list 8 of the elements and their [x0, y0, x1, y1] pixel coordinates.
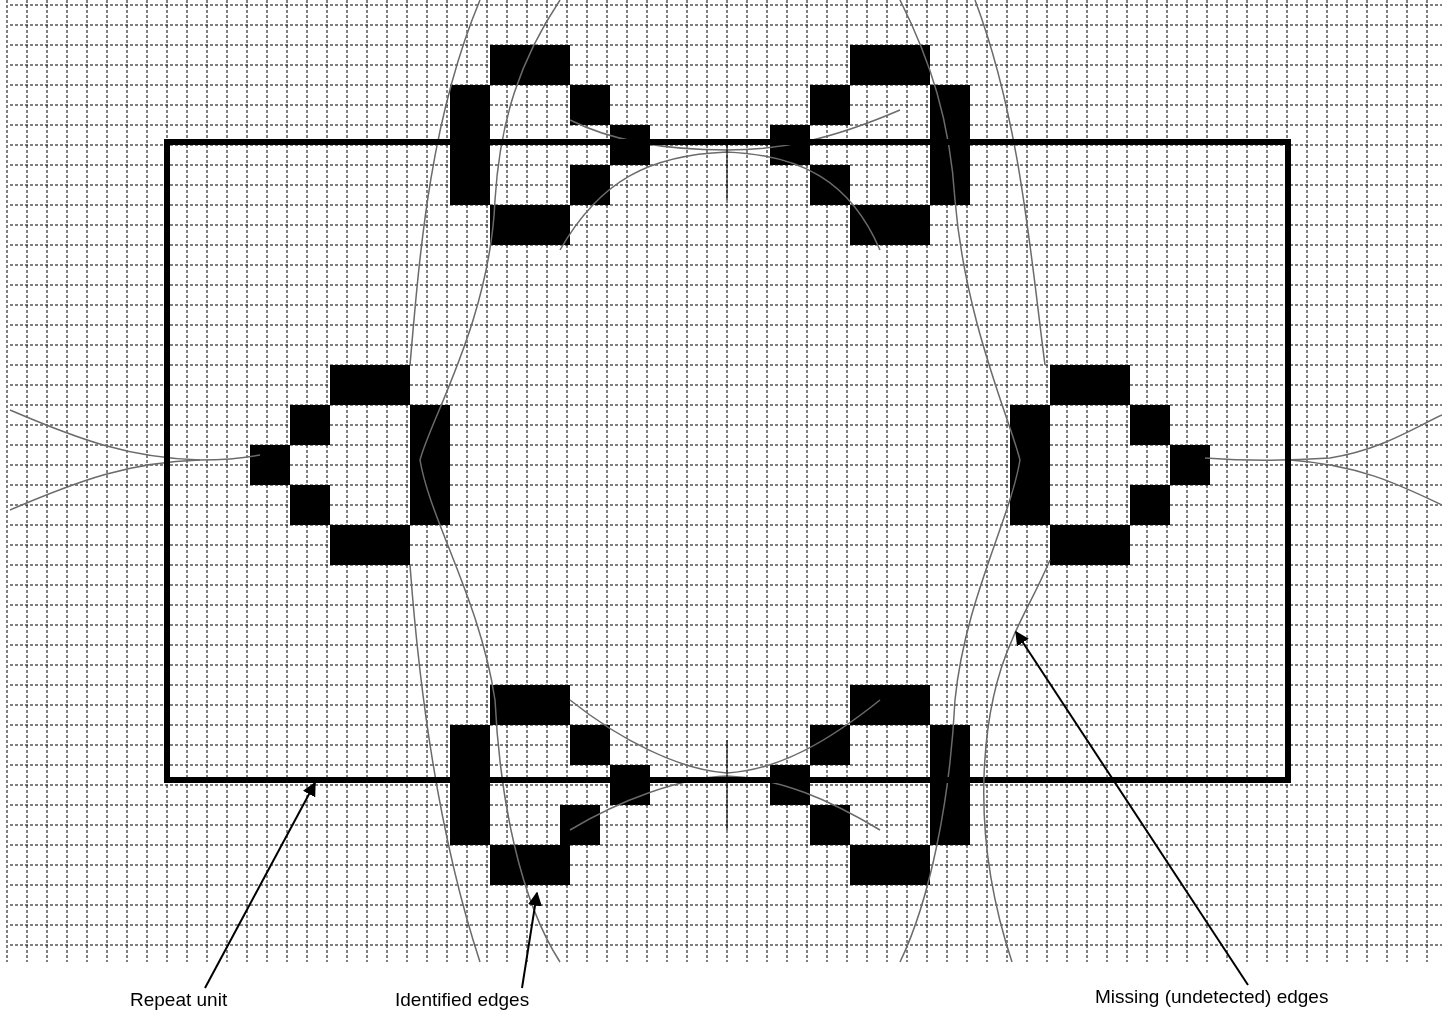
leader-line — [1015, 630, 1249, 986]
leader-line — [204, 781, 316, 989]
leader-line — [521, 891, 542, 989]
callout-label: Identified edges — [395, 988, 530, 1012]
callout-label: Missing (undetected) edges — [1095, 985, 1329, 1009]
undetected-edge-curve — [983, 559, 1051, 963]
repeat-unit-rectangle — [164, 139, 1291, 783]
callout-label: Repeat unit — [130, 988, 228, 1012]
